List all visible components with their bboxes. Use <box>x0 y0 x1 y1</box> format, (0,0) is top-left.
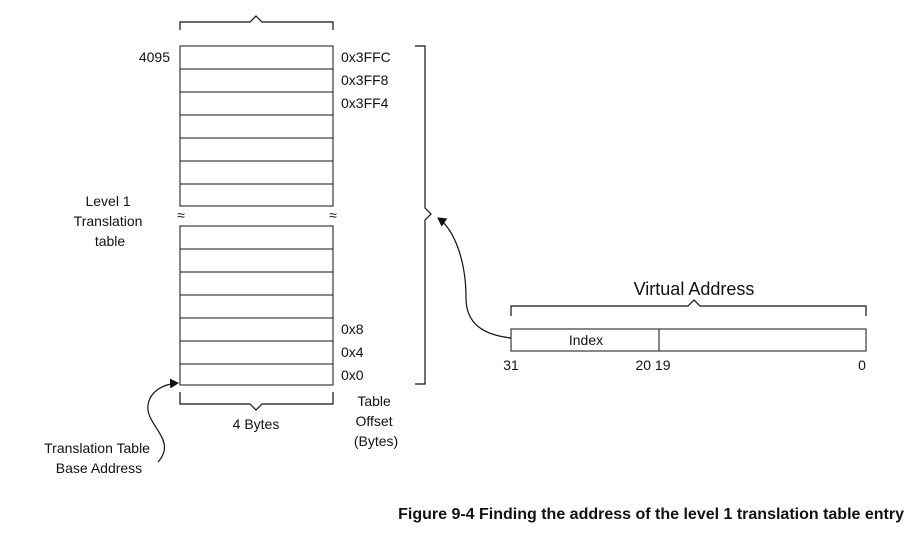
table-break-left: ≈ <box>177 207 185 223</box>
table-lower-block <box>179 225 334 386</box>
table-break-right: ≈ <box>329 207 337 223</box>
offset-label: 0x0 <box>341 367 364 383</box>
bit-label-20-19: 20 19 <box>635 357 670 373</box>
bit-label-0: 0 <box>858 357 866 373</box>
table-bottom-brace <box>179 392 334 411</box>
figure-caption: Figure 9-4 Finding the address of the le… <box>398 506 904 523</box>
table-side-label: Level 1 Translation table <box>74 193 147 249</box>
offset-label: 0x4 <box>341 344 364 360</box>
table-top-index-label: 4095 <box>139 49 170 65</box>
index-to-table-arrow <box>437 217 512 339</box>
table-width-label: 4 Bytes <box>233 416 280 432</box>
virtual-address-title: Virtual Address <box>634 279 755 299</box>
table-offset-brace <box>415 45 432 385</box>
offset-axis-label-line-1: Table <box>357 393 391 409</box>
base-address-label-line-2: Base Address <box>56 460 142 476</box>
virtual-address-brace <box>510 299 867 316</box>
offset-label: 0x3FFC <box>341 49 391 65</box>
table-side-label-line-2: Translation <box>74 213 143 229</box>
offset-label: 0x3FF4 <box>341 95 389 111</box>
table-side-label-line-1: Level 1 <box>85 193 130 209</box>
table-top-brace <box>179 15 334 30</box>
offset-label: 0x8 <box>341 321 364 337</box>
table-upper-block <box>179 45 334 207</box>
offset-axis-label-line-3: (Bytes) <box>354 433 398 449</box>
base-address-arrow <box>147 378 179 463</box>
base-address-label: Translation Table Base Address <box>44 440 154 476</box>
offset-axis-label-line-2: Offset <box>356 413 393 429</box>
virtual-address-register <box>510 328 867 352</box>
table-side-label-line-3: table <box>95 233 126 249</box>
offset-label: 0x3FF8 <box>341 72 389 88</box>
offset-axis-label: Table Offset (Bytes) <box>354 393 398 449</box>
base-address-label-line-1: Translation Table <box>44 440 150 456</box>
bit-label-31: 31 <box>503 357 519 373</box>
virtual-address-index-field: Index <box>569 332 603 348</box>
